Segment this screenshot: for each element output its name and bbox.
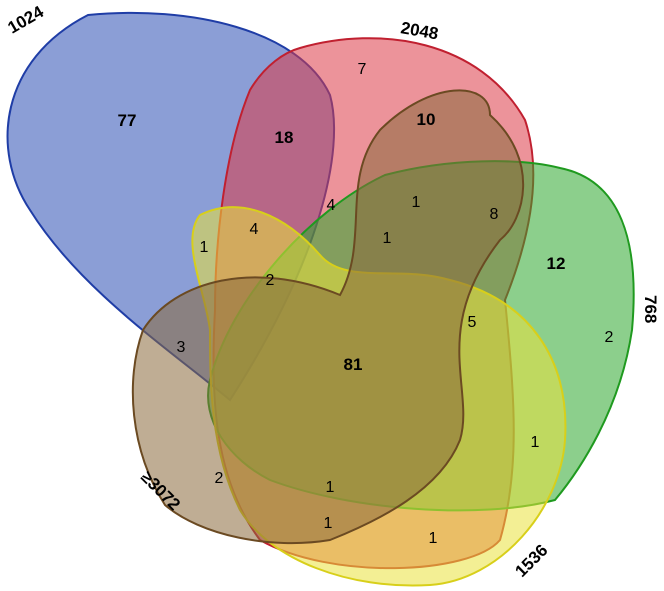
count-1024-2048-1536: 4 [250,221,259,238]
count-2048-768-3072: 1 [412,194,421,211]
count-2048-768-1536-3072: 5 [468,314,477,331]
count-768-3072: 12 [547,254,566,273]
count-2048-only: 7 [358,61,367,78]
set-label-768: 768 [641,295,660,323]
count-1024-2048-1536-3072: 1 [383,230,392,247]
count-1024-1536: 1 [200,239,209,256]
count-1024-2048-3072: 4 [327,197,336,214]
count-3072-only: 2 [215,470,224,487]
count-1024-2048: 18 [275,128,294,147]
set-label-1536: 1536 [511,541,551,581]
set-label-1024: 1024 [5,2,48,38]
count-1024-only: 77 [118,111,137,130]
count-2048-1536: 1 [429,530,438,547]
count-1024-1536-3072: 2 [266,272,275,289]
count-768-1536: 1 [531,434,540,451]
count-2048-768-1536: 1 [326,479,335,496]
set-label-2048: 2048 [399,18,440,43]
set-3072-shape [131,89,525,545]
count-2048-768: 8 [490,206,499,223]
count-768-only: 2 [605,329,614,346]
count-1024-3072: 3 [177,339,186,356]
count-2048-3072: 10 [417,110,436,129]
count-2048-1536-3072: 1 [324,515,333,532]
count-all-sets: 81 [344,355,363,374]
